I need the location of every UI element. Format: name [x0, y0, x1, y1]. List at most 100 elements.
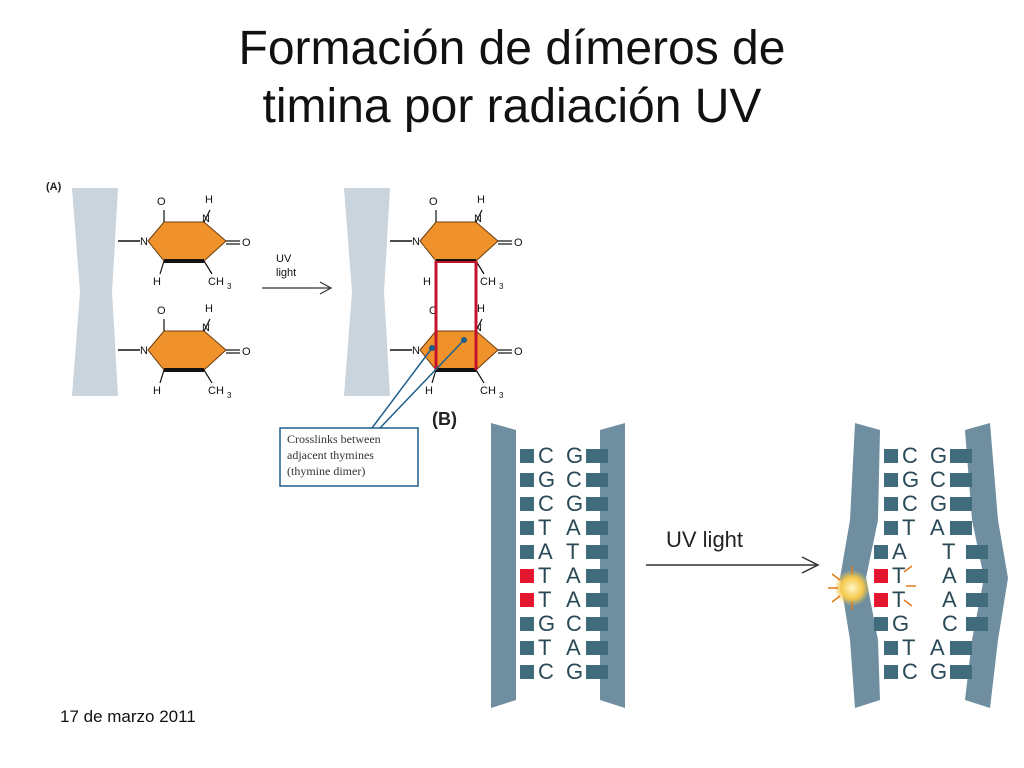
thymine-dimer-block	[520, 593, 534, 607]
base-block	[966, 569, 988, 583]
base-letter-right: T	[566, 539, 579, 564]
base-block	[950, 449, 972, 463]
base-letter-left: G	[538, 467, 555, 492]
base-letter-left: G	[902, 467, 919, 492]
base-letter-right: G	[566, 443, 583, 468]
svg-text:N: N	[202, 213, 210, 225]
base-letter-right: T	[942, 539, 955, 564]
base-block	[586, 593, 608, 607]
panel-a-label: (A)	[46, 181, 62, 193]
svg-text:H: H	[477, 303, 485, 315]
svg-text:N: N	[412, 236, 420, 248]
base-block	[520, 617, 534, 631]
base-letter-left: A	[538, 539, 553, 564]
svg-text:N: N	[474, 322, 482, 334]
svg-text:H: H	[153, 276, 161, 288]
uv-arrow-label-line2: light	[276, 267, 296, 279]
base-block	[884, 665, 898, 679]
svg-text:H: H	[423, 276, 431, 288]
base-letter-right: G	[566, 659, 583, 684]
panel-a-backbone-left	[72, 188, 118, 396]
base-letter-right: G	[930, 443, 947, 468]
panel-a-backbone-right	[344, 188, 390, 396]
base-block	[950, 665, 972, 679]
base-block	[520, 665, 534, 679]
svg-text:N: N	[474, 213, 482, 225]
base-block	[884, 521, 898, 535]
base-block	[586, 641, 608, 655]
base-letter-left: C	[538, 443, 554, 468]
thymine-molecule: O H N N O H CH 3	[390, 303, 523, 400]
base-block	[520, 521, 534, 535]
slide-title: Formación de dímeros de timina por radia…	[0, 20, 1024, 136]
base-block	[586, 665, 608, 679]
base-letter-right: A	[566, 635, 581, 660]
svg-text:O: O	[242, 237, 251, 249]
base-letter-left: A	[892, 539, 907, 564]
base-block	[884, 449, 898, 463]
uv-damage-spark	[828, 565, 916, 610]
base-letter-right: A	[930, 635, 945, 660]
thymine-molecule: O H N N O H CH 3	[390, 194, 523, 291]
svg-text:O: O	[157, 196, 166, 208]
svg-text:O: O	[242, 346, 251, 358]
base-letter-right: G	[930, 659, 947, 684]
svg-text:3: 3	[227, 391, 232, 400]
callout-line: Crosslinks between	[287, 432, 381, 446]
base-block	[520, 545, 534, 559]
base-block	[586, 449, 608, 463]
base-block	[520, 473, 534, 487]
svg-text:N: N	[140, 345, 148, 357]
svg-text:N: N	[202, 322, 210, 334]
base-block	[874, 545, 888, 559]
crosslink-bonds	[434, 261, 478, 370]
base-block	[966, 545, 988, 559]
base-letter-left: T	[538, 563, 551, 588]
base-block	[966, 593, 988, 607]
base-letter-left: C	[902, 659, 918, 684]
base-letter-right: A	[566, 563, 581, 588]
base-letter-right: C	[566, 467, 582, 492]
thymine-molecule: O H N N O H CH 3	[118, 303, 251, 400]
uv-arrow-label-line1: UV	[276, 253, 292, 265]
svg-text:3: 3	[499, 282, 504, 291]
svg-text:CH: CH	[208, 385, 224, 397]
base-letter-left: C	[902, 443, 918, 468]
base-block	[874, 617, 888, 631]
svg-text:O: O	[429, 196, 438, 208]
base-letter-right: A	[566, 587, 581, 612]
base-block	[586, 545, 608, 559]
base-letter-right: C	[566, 611, 582, 636]
base-letter-left: C	[902, 491, 918, 516]
base-letter-right: G	[566, 491, 583, 516]
svg-text:H: H	[205, 303, 213, 315]
svg-text:N: N	[140, 236, 148, 248]
thymine-molecule: O H N N O H CH 3	[118, 194, 251, 291]
base-block	[884, 473, 898, 487]
svg-text:3: 3	[499, 391, 504, 400]
base-letter-left: T	[538, 515, 551, 540]
svg-text:CH: CH	[208, 276, 224, 288]
svg-text:O: O	[514, 237, 523, 249]
base-letter-left: T	[538, 587, 551, 612]
base-block	[586, 473, 608, 487]
base-block	[586, 497, 608, 511]
base-letter-right: C	[930, 467, 946, 492]
svg-text:H: H	[153, 385, 161, 397]
base-letter-right: A	[566, 515, 581, 540]
base-letter-left: T	[892, 587, 905, 612]
base-block	[884, 641, 898, 655]
thymine-dimer-block	[520, 569, 534, 583]
